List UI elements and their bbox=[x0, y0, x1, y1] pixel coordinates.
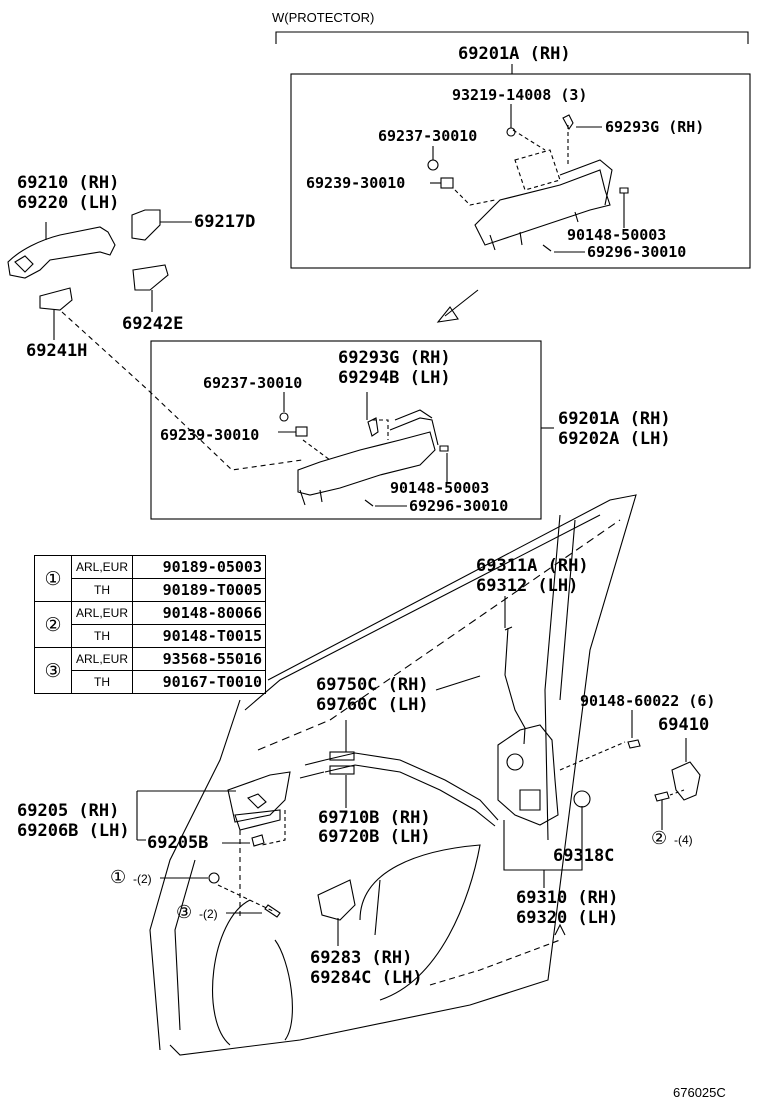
fastener-key-1: ① bbox=[34, 555, 72, 602]
part-number-cell[interactable]: 90167-T0010 bbox=[132, 670, 266, 694]
label-bolt-90148-top[interactable]: 90148-50003 bbox=[567, 226, 667, 244]
label-mid-assembly-lh[interactable]: 69202A (LH) bbox=[558, 429, 671, 449]
table-row: TH 90148-T0015 bbox=[35, 624, 266, 648]
label-screw-69296-top[interactable]: 69296-30010 bbox=[587, 243, 687, 261]
cover-drawing bbox=[317, 879, 356, 921]
lock-rod-drawing bbox=[504, 626, 526, 745]
label-bracket-69294b-mid[interactable]: 69294B (LH) bbox=[338, 368, 451, 388]
callout-3-qty: -(2) bbox=[199, 907, 218, 921]
label-outer-handle-rh[interactable]: 69210 (RH) bbox=[17, 173, 120, 193]
label-cable-b-lh[interactable]: 69720B (LH) bbox=[318, 827, 431, 847]
label-door-lock-rh[interactable]: 69310 (RH) bbox=[516, 888, 619, 908]
fastener-key-3: ③ bbox=[34, 647, 72, 694]
label-cover-rh[interactable]: 69283 (RH) bbox=[310, 948, 413, 968]
label-lock-cap[interactable]: 69318C bbox=[553, 846, 615, 866]
label-cover-lh[interactable]: 69284C (LH) bbox=[310, 968, 423, 988]
inner-handle-drawing bbox=[227, 771, 291, 831]
callout-3-icon: ③ bbox=[176, 902, 193, 923]
clip-fastener bbox=[208, 872, 220, 884]
striker-drawing bbox=[671, 761, 701, 801]
label-inner-handle-rh[interactable]: 69205 (RH) bbox=[17, 801, 120, 821]
part-number-cell[interactable]: 90189-05003 bbox=[132, 555, 266, 579]
callout-1-qty: -(2) bbox=[133, 872, 152, 886]
label-grommet-69237-top[interactable]: 69237-30010 bbox=[378, 127, 478, 145]
protector-bracket-line bbox=[275, 31, 749, 44]
label-screw-69296-mid[interactable]: 69296-30010 bbox=[409, 497, 509, 515]
label-cable-a-lh[interactable]: 69760C (LH) bbox=[316, 695, 429, 715]
label-mid-assembly-rh[interactable]: 69201A (RH) bbox=[558, 409, 671, 429]
door-lock-drawing bbox=[497, 724, 559, 826]
protector-note: W(PROTECTOR) bbox=[272, 10, 375, 25]
label-front-pad[interactable]: 69242E bbox=[122, 314, 184, 334]
label-outer-handle-lh[interactable]: 69220 (LH) bbox=[17, 193, 120, 213]
fastener-table: ① ARL,EUR 90189-05003 TH 90189-T0005 ② A… bbox=[34, 555, 266, 694]
outer-handle-drawing bbox=[7, 222, 116, 279]
label-striker-screw[interactable]: 90148-60022 (6) bbox=[580, 692, 716, 710]
table-row: ② ARL,EUR 90148-80066 bbox=[34, 601, 266, 648]
label-screw-93219[interactable]: 93219-14008 (3) bbox=[452, 86, 588, 104]
region-cell: ARL,EUR bbox=[71, 601, 133, 625]
part-number-cell[interactable]: 90148-T0015 bbox=[132, 624, 266, 648]
handle-cap-drawing bbox=[131, 209, 161, 241]
mid-assembly-frame bbox=[150, 340, 542, 520]
table-row: TH 90167-T0010 bbox=[35, 670, 266, 694]
region-cell: TH bbox=[71, 670, 133, 694]
region-cell: ARL,EUR bbox=[71, 647, 133, 671]
label-striker[interactable]: 69410 bbox=[658, 715, 710, 735]
part-number-cell[interactable]: 93568-55016 bbox=[132, 647, 266, 671]
callout-1-icon: ① bbox=[110, 867, 127, 888]
cables-drawing bbox=[299, 751, 499, 827]
label-grommet-69239-mid[interactable]: 69239-30010 bbox=[160, 426, 260, 444]
label-inner-handle-lh[interactable]: 69206B (LH) bbox=[17, 821, 130, 841]
table-row: ① ARL,EUR 90189-05003 bbox=[34, 555, 266, 602]
direction-arrow bbox=[436, 289, 479, 323]
label-grommet-69239-top[interactable]: 69239-30010 bbox=[306, 174, 406, 192]
callout-2-icon: ② bbox=[651, 828, 668, 849]
region-cell: TH bbox=[71, 624, 133, 648]
lock-cap bbox=[573, 790, 591, 808]
label-grommet-69237-mid[interactable]: 69237-30010 bbox=[203, 374, 303, 392]
label-lock-rod-lh[interactable]: 69312 (LH) bbox=[476, 576, 579, 596]
label-rear-pad[interactable]: 69241H bbox=[26, 341, 88, 361]
callout-2-qty: -(4) bbox=[674, 833, 693, 847]
top-assembly-frame bbox=[290, 73, 751, 269]
fastener-key-2: ② bbox=[34, 601, 72, 648]
label-bracket-69293g-mid[interactable]: 69293G (RH) bbox=[338, 348, 451, 368]
label-door-lock-lh[interactable]: 69320 (LH) bbox=[516, 908, 619, 928]
region-cell: TH bbox=[71, 578, 133, 602]
label-cable-a-rh[interactable]: 69750C (RH) bbox=[316, 675, 429, 695]
rear-pad-drawing bbox=[39, 287, 73, 311]
pad-leader-dashed bbox=[61, 311, 303, 471]
table-row: ③ ARL,EUR 93568-55016 bbox=[34, 647, 266, 694]
mid-assembly-mechanism-drawing bbox=[279, 409, 449, 507]
figure-id: 676025C bbox=[673, 1085, 726, 1100]
top-assembly-title: 69201A (RH) bbox=[458, 44, 571, 64]
label-lock-rod-rh[interactable]: 69311A (RH) bbox=[476, 556, 589, 576]
label-bolt-90148-mid[interactable]: 90148-50003 bbox=[390, 479, 490, 497]
label-inner-handle-screw[interactable]: 69205B bbox=[147, 833, 209, 853]
label-bracket-69293g-top[interactable]: 69293G (RH) bbox=[605, 118, 705, 136]
region-cell: ARL,EUR bbox=[71, 555, 133, 579]
part-number-cell[interactable]: 90189-T0005 bbox=[132, 578, 266, 602]
label-handle-cap[interactable]: 69217D bbox=[194, 212, 256, 232]
part-number-cell[interactable]: 90148-80066 bbox=[132, 601, 266, 625]
label-cable-b-rh[interactable]: 69710B (RH) bbox=[318, 808, 431, 828]
door-outline-drawing bbox=[149, 494, 637, 1056]
front-pad-drawing bbox=[132, 264, 169, 291]
